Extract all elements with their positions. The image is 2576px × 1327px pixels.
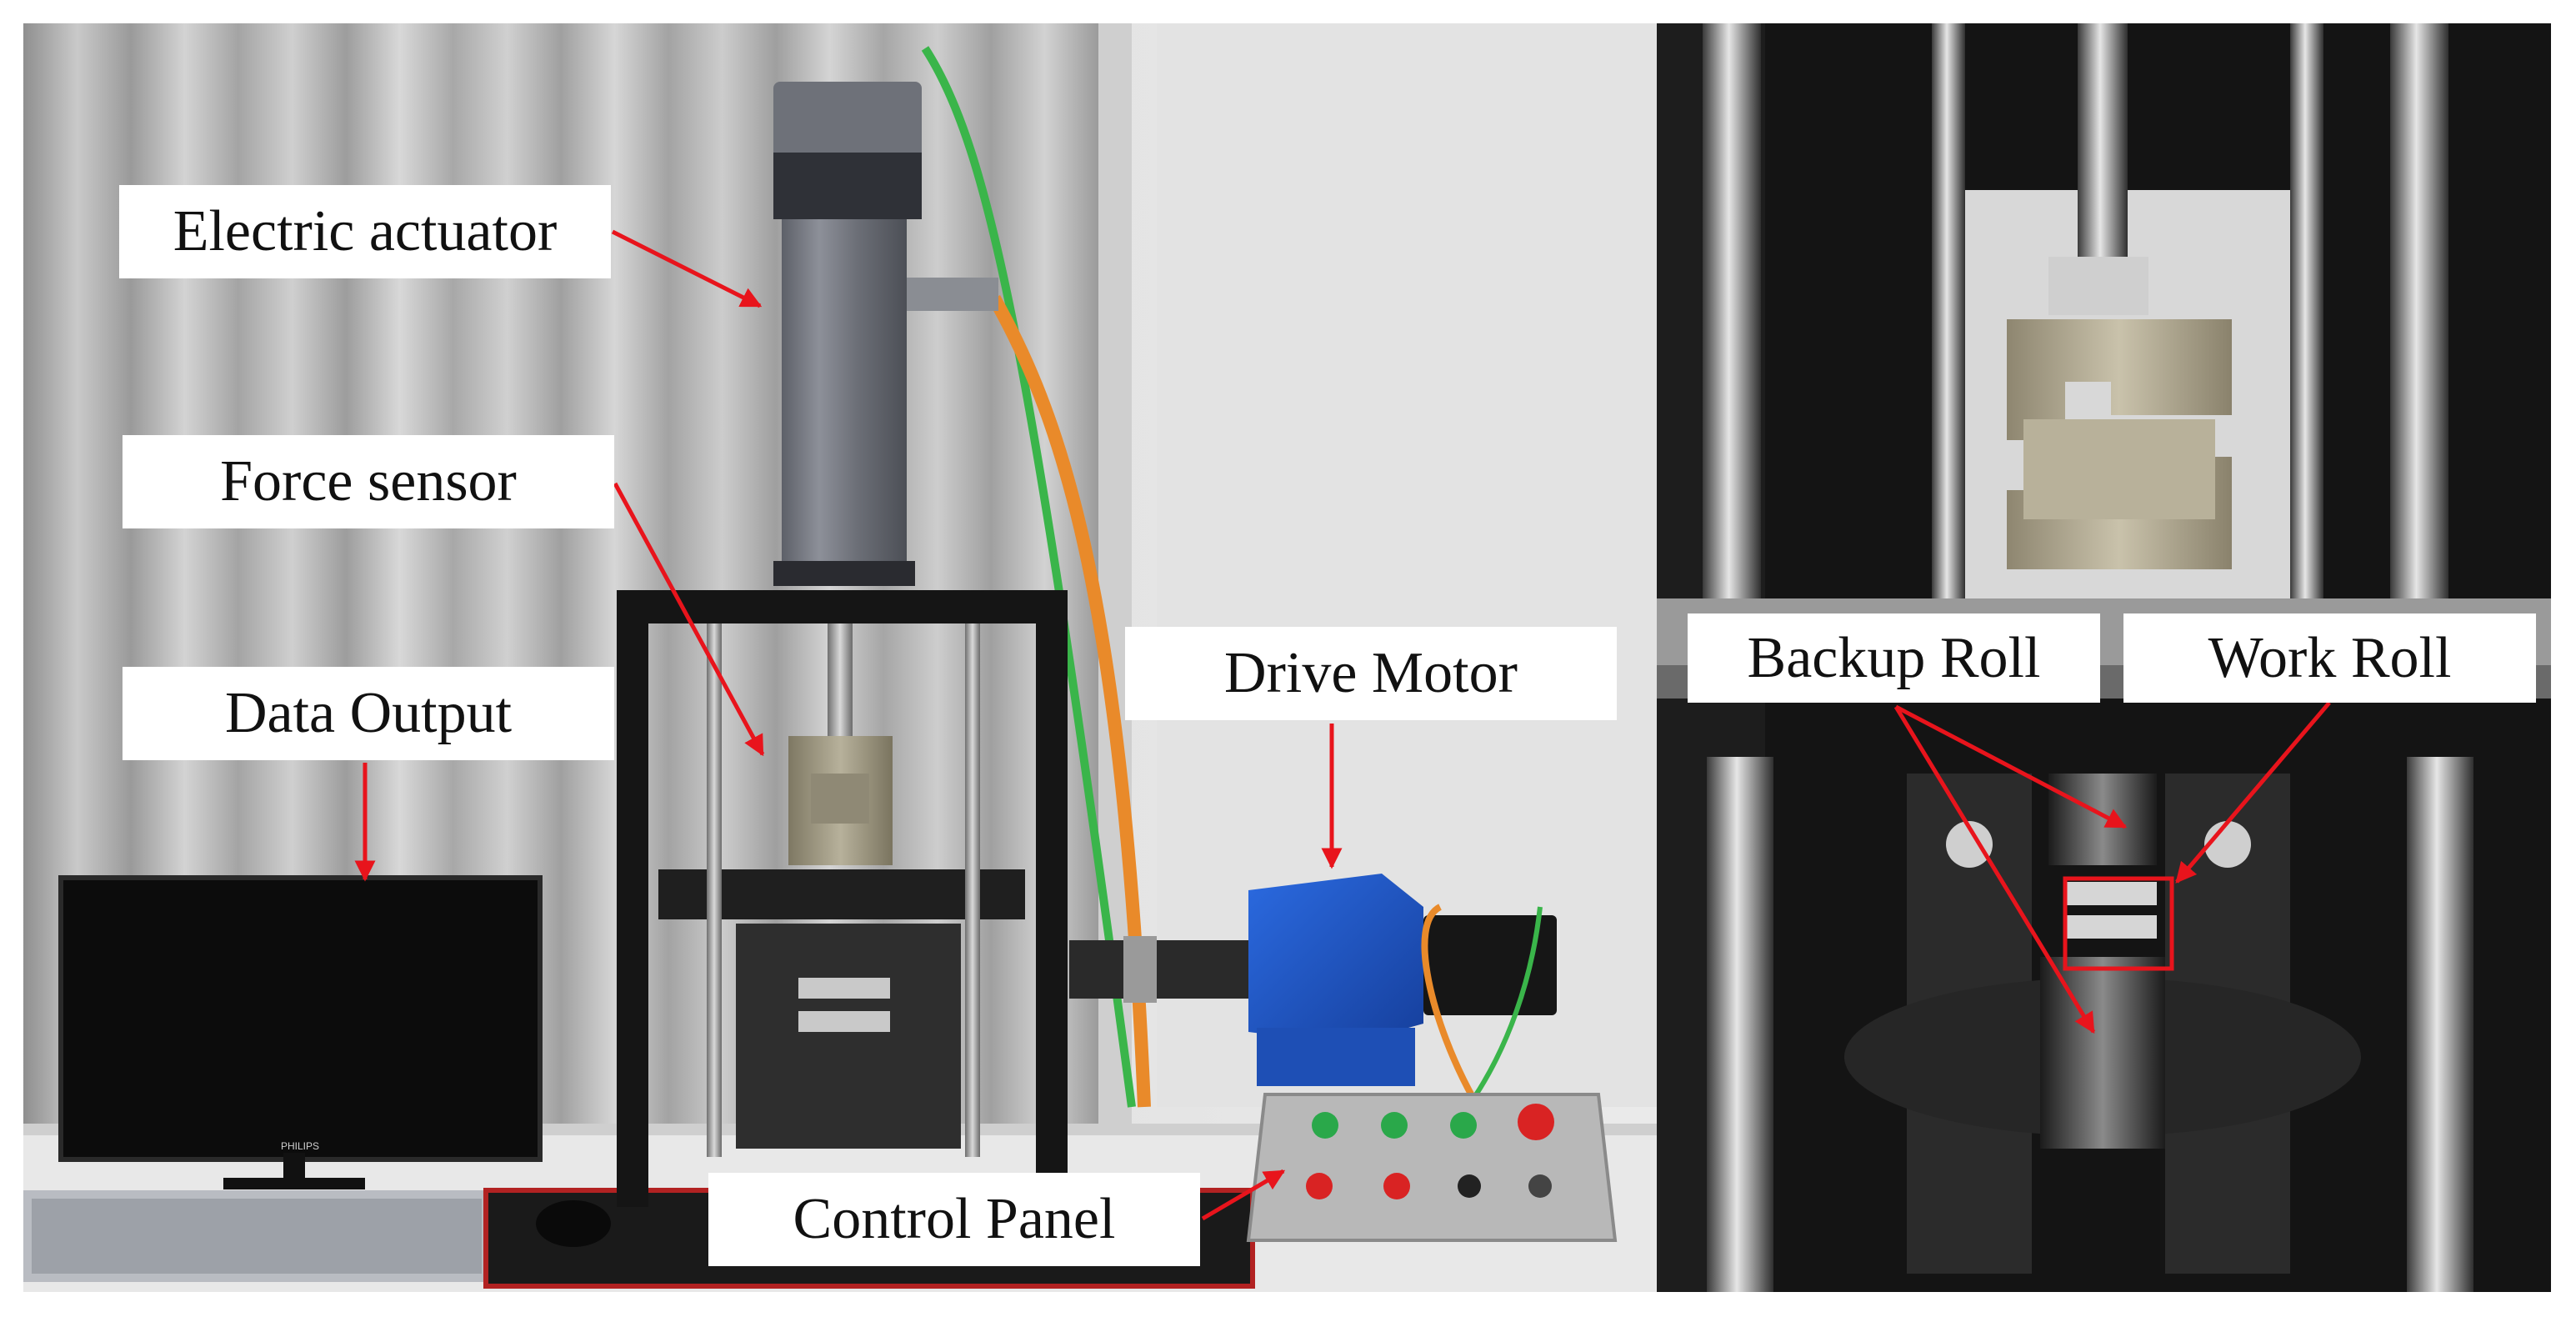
monitor-brand: PHILIPS bbox=[281, 1140, 319, 1152]
label-force-sensor: Force sensor bbox=[123, 435, 614, 528]
label-work-roll: Work Roll bbox=[2123, 613, 2536, 703]
label-backup-roll: Backup Roll bbox=[1688, 613, 2100, 703]
label-drive-motor: Drive Motor bbox=[1125, 627, 1617, 720]
label-control-panel: Control Panel bbox=[708, 1173, 1200, 1266]
label-electric-actuator: Electric actuator bbox=[119, 185, 611, 278]
label-data-output: Data Output bbox=[123, 667, 614, 760]
